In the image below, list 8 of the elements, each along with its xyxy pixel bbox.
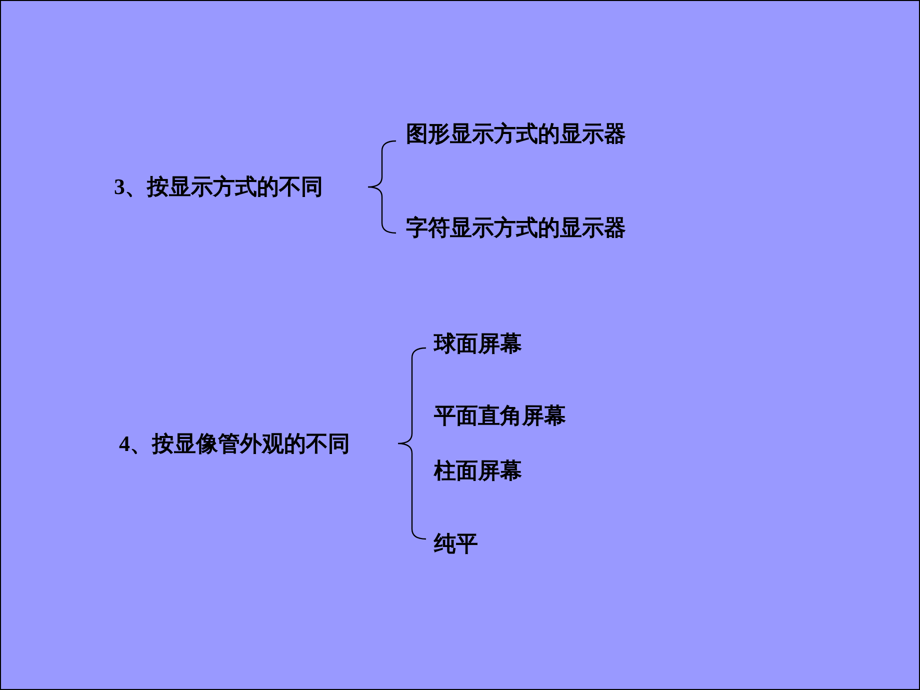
category-item: 球面屏幕 <box>434 330 522 358</box>
category-item: 图形显示方式的显示器 <box>406 120 626 148</box>
category-heading: 3、按显示方式的不同 <box>114 174 323 200</box>
category-item: 纯平 <box>434 530 478 558</box>
category-item: 字符显示方式的显示器 <box>406 214 626 242</box>
category-heading: 4、按显像管外观的不同 <box>119 430 350 458</box>
category-item: 柱面屏幕 <box>434 458 522 484</box>
category-item: 平面直角屏幕 <box>434 402 566 430</box>
